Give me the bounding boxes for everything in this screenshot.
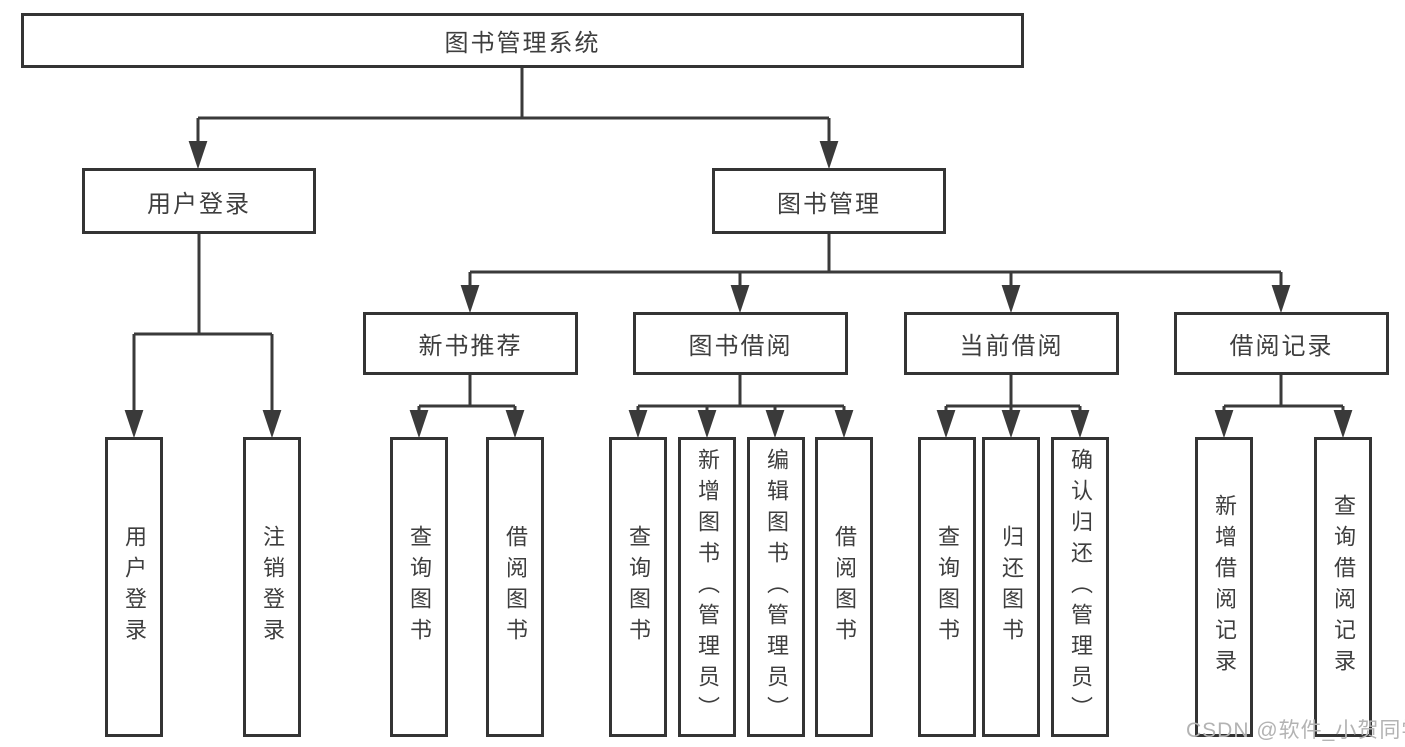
node-label: 新增借阅记录 <box>1212 494 1237 680</box>
node-label: 借阅记录 <box>1229 333 1334 360</box>
connector-current-borrowing-to-leaves <box>936 375 1090 439</box>
node-label: 编辑图书（管理员） <box>764 447 789 727</box>
leaf-current-confirm-return-admin: 确认归还（管理员） <box>1051 437 1109 737</box>
node-label: 用户登录 <box>147 190 251 218</box>
leaf-records-query-record: 查询借阅记录 <box>1314 437 1372 737</box>
node-label: 查询图书 <box>407 525 432 649</box>
csdn-watermark: CSDN @软件_小贺同学 <box>1186 719 1405 742</box>
node-user-login: 用户登录 <box>82 168 316 234</box>
leaf-newbook-query-books: 查询图书 <box>390 437 448 737</box>
node-label: 新书推荐 <box>418 333 523 360</box>
leaf-logout-login: 注销登录 <box>243 437 301 737</box>
node-label: 用户登录 <box>122 525 147 649</box>
node-label: 图书借阅 <box>688 333 793 360</box>
node-label: 当前借阅 <box>959 333 1064 360</box>
leaf-records-add-record: 新增借阅记录 <box>1195 437 1253 737</box>
leaf-user-login: 用户登录 <box>105 437 163 737</box>
connector-root-to-level2 <box>188 68 839 170</box>
node-label: 查询图书 <box>626 525 651 649</box>
leaf-current-return-books: 归还图书 <box>982 437 1040 737</box>
node-label: 图书管理 <box>777 190 881 218</box>
connector-borrowing-records-to-leaves <box>1214 375 1353 439</box>
node-label: 图书管理系统 <box>444 30 601 57</box>
node-borrowing-records: 借阅记录 <box>1174 312 1389 375</box>
node-label: 新增图书（管理员） <box>695 447 720 727</box>
node-label: 确认归还（管理员） <box>1068 447 1093 727</box>
leaf-borrowing-add-books-admin: 新增图书（管理员） <box>678 437 736 737</box>
node-label: 借阅图书 <box>503 525 528 649</box>
leaf-borrowing-borrow-books: 借阅图书 <box>815 437 873 737</box>
leaf-newbook-borrow-books: 借阅图书 <box>486 437 544 737</box>
node-label: 注销登录 <box>260 525 285 649</box>
node-book-management: 图书管理 <box>712 168 946 234</box>
node-current-borrowing: 当前借阅 <box>904 312 1119 375</box>
connector-book-borrowing-to-leaves <box>628 375 854 439</box>
connector-new-book-to-leaves <box>409 375 525 439</box>
node-book-borrowing: 图书借阅 <box>633 312 848 375</box>
node-label: 查询图书 <box>935 525 960 649</box>
node-label: 查询借阅记录 <box>1331 494 1356 680</box>
node-label: 借阅图书 <box>832 525 857 649</box>
leaf-borrowing-query-books: 查询图书 <box>609 437 667 737</box>
leaf-current-query-books: 查询图书 <box>918 437 976 737</box>
node-library-management-system: 图书管理系统 <box>21 13 1024 68</box>
node-label: 归还图书 <box>999 525 1024 649</box>
node-new-book-recommendation: 新书推荐 <box>363 312 578 375</box>
leaf-borrowing-edit-books-admin: 编辑图书（管理员） <box>747 437 805 737</box>
connector-user-login-to-leaves <box>124 234 282 439</box>
connector-book-management-to-level3 <box>460 234 1291 314</box>
